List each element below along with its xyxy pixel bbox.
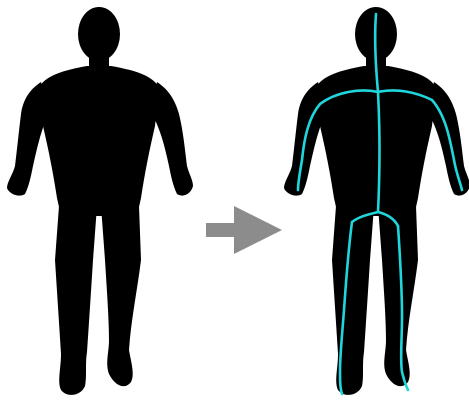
right-arrow-icon (206, 206, 282, 254)
silhouette-figure (7, 7, 193, 395)
